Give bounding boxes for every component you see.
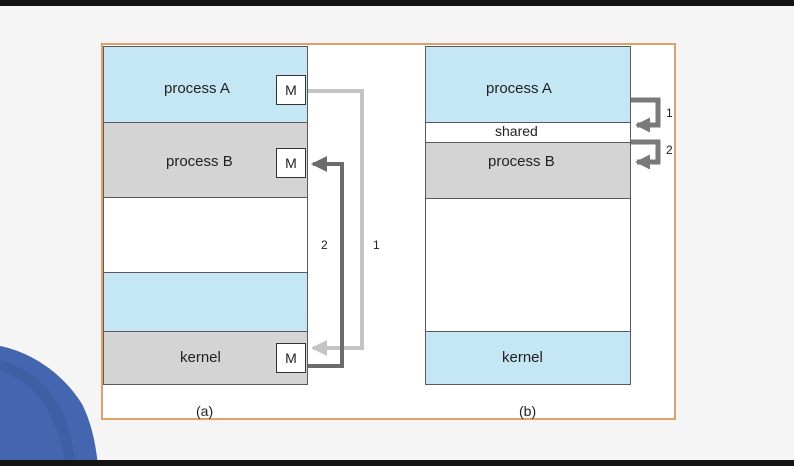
- b-process-b-label: process B: [488, 153, 555, 170]
- a-message-box-process-b: M: [276, 148, 306, 178]
- b-arrow-1-label: 1: [666, 106, 673, 120]
- top-letterbox: [0, 0, 794, 6]
- a-process-a-block: [103, 46, 308, 123]
- a-kernel-block: [103, 331, 308, 385]
- a-arrow-1-path: [308, 89, 364, 356]
- a-free-memory-block: [103, 197, 308, 273]
- b-process-a-block: [425, 46, 631, 123]
- b-arrow-2-path: [631, 139, 661, 170]
- a-process-a-label: process A: [164, 80, 230, 97]
- a-arrow-1-label: 1: [373, 238, 380, 252]
- b-shared-label: shared: [495, 123, 538, 139]
- b-arrow-2-label: 2: [666, 143, 673, 157]
- b-kernel-block: [425, 331, 631, 385]
- b-process-b-block: [425, 142, 631, 199]
- b-caption: (b): [519, 403, 537, 419]
- b-process-a-label: process A: [486, 80, 552, 97]
- a-kernel-label: kernel: [180, 349, 221, 366]
- b-kernel-label: kernel: [502, 349, 543, 366]
- a-caption: (a): [196, 403, 214, 419]
- b-free-memory-block: [425, 198, 631, 332]
- a-message-box-process-a: M: [276, 75, 306, 105]
- a-arrow-2-label: 2: [321, 238, 328, 252]
- a-arrow-2-path: [308, 156, 344, 368]
- bottom-letterbox: [0, 460, 794, 466]
- a-message-box-kernel: M: [276, 343, 306, 373]
- b-arrow-1-path: [631, 97, 661, 133]
- a-process-b-label: process B: [166, 153, 233, 170]
